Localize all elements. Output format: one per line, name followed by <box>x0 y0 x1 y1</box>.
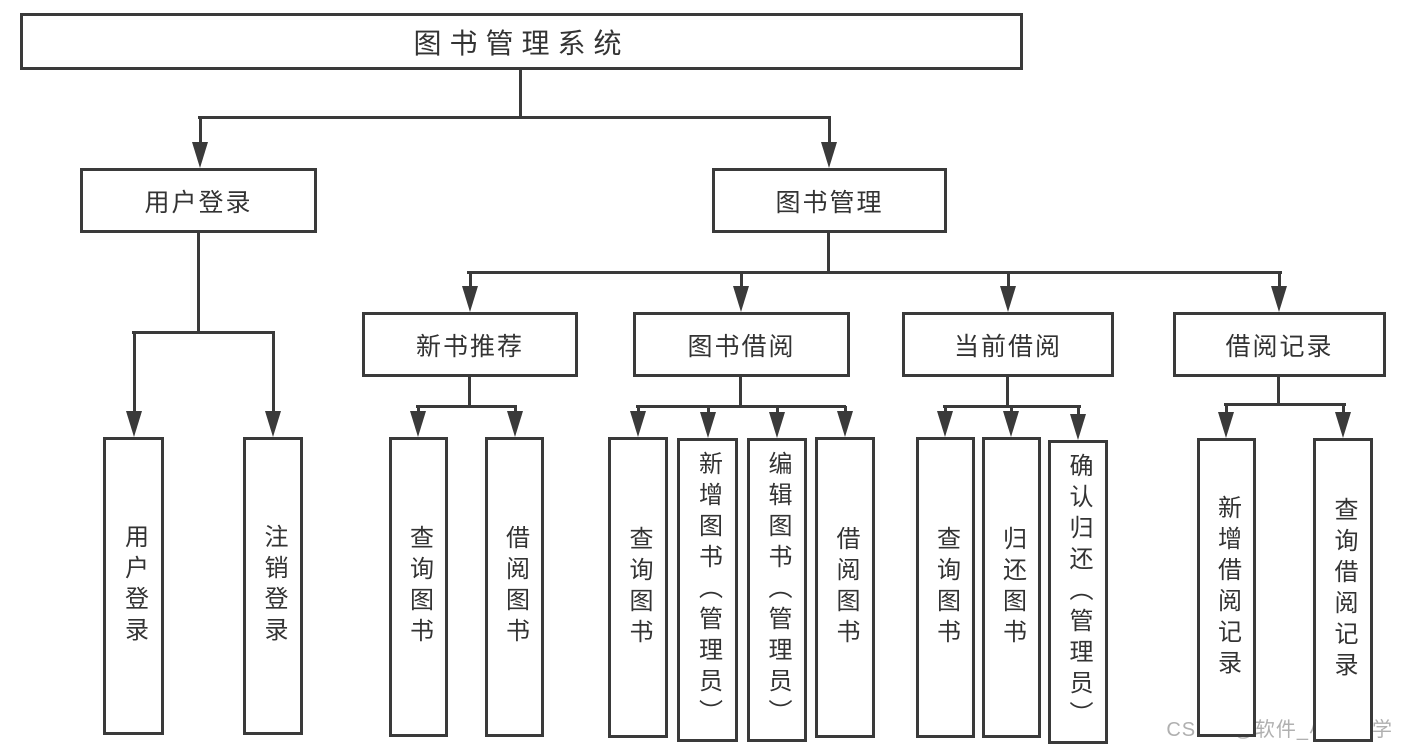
node-book-borrowing: 图书借阅 <box>633 312 850 377</box>
node-label-root: 图书管理系统 <box>413 27 630 59</box>
connector-line-4 <box>827 233 830 274</box>
node-label-user-login: 用户登录 <box>120 524 148 648</box>
connector-line-8 <box>739 377 742 408</box>
connector-line-7 <box>416 405 517 408</box>
node-label-confirm-return-admin: 确认归还（管理员） <box>1065 452 1092 732</box>
arrow-stem-3 <box>271 332 275 417</box>
arrowhead-down-icon-8 <box>410 411 426 437</box>
node-add-books-admin: 新增图书（管理员） <box>677 438 738 742</box>
connector-line-3 <box>132 331 275 334</box>
connector-line-2 <box>197 233 200 333</box>
node-edit-books-admin: 编辑图书（管理员） <box>747 438 807 742</box>
node-root: 图书管理系统 <box>20 13 1023 70</box>
node-confirm-return-admin: 确认归还（管理员） <box>1048 440 1108 744</box>
arrowhead-down-icon-16 <box>1070 414 1086 440</box>
arrowhead-down-icon-18 <box>1335 412 1351 438</box>
node-label-borrowing-records: 借阅记录 <box>1225 332 1334 361</box>
node-borrowing-records: 借阅记录 <box>1173 312 1386 377</box>
node-label-query-books-recommend: 查询图书 <box>405 525 433 649</box>
arrow-stem-7 <box>1277 272 1281 292</box>
arrowhead-down-icon-1 <box>821 142 837 168</box>
node-query-borrow-record: 查询借阅记录 <box>1313 438 1373 742</box>
node-query-books-recommend: 查询图书 <box>389 437 448 737</box>
node-query-books-borrowing: 查询图书 <box>608 437 668 738</box>
arrowhead-down-icon-14 <box>937 411 953 437</box>
arrowhead-down-icon-12 <box>769 412 785 438</box>
arrowhead-down-icon-2 <box>126 411 142 437</box>
connector-line-1 <box>198 116 831 119</box>
arrow-stem-2 <box>132 332 136 417</box>
node-return-books: 归还图书 <box>982 437 1041 738</box>
node-logout: 注销登录 <box>243 437 303 735</box>
connector-line-9 <box>636 405 846 408</box>
node-label-add-borrow-record: 新增借阅记录 <box>1213 494 1241 681</box>
arrow-stem-18 <box>1341 404 1345 418</box>
node-new-book-recommend: 新书推荐 <box>362 312 578 377</box>
node-borrow-books-borrowing: 借阅图书 <box>815 437 875 738</box>
node-label-query-books-current: 查询图书 <box>932 525 960 650</box>
node-label-borrow-books-borrowing: 借阅图书 <box>832 525 859 650</box>
arrow-stem-6 <box>1006 272 1010 292</box>
node-user-login-branch: 用户登录 <box>80 168 317 233</box>
arrow-stem-1 <box>827 117 831 148</box>
node-user-login: 用户登录 <box>103 437 164 735</box>
arrowhead-down-icon-7 <box>1271 286 1287 312</box>
node-current-borrowing: 当前借阅 <box>902 312 1114 377</box>
node-label-add-books-admin: 新增图书（管理员） <box>694 450 722 730</box>
arrowhead-down-icon-6 <box>1000 286 1016 312</box>
node-label-return-books: 归还图书 <box>998 525 1026 650</box>
node-label-new-book-recommend: 新书推荐 <box>415 332 524 361</box>
node-label-book-management: 图书管理 <box>775 188 884 217</box>
node-label-current-borrowing: 当前借阅 <box>953 332 1062 361</box>
arrowhead-down-icon-17 <box>1218 412 1234 438</box>
arrowhead-down-icon-0 <box>192 142 208 168</box>
node-book-management: 图书管理 <box>712 168 947 233</box>
arrowhead-down-icon-13 <box>837 411 853 437</box>
connector-line-10 <box>1006 377 1009 408</box>
node-label-user-login-branch: 用户登录 <box>144 188 253 217</box>
node-borrow-books-recommend: 借阅图书 <box>485 437 544 737</box>
arrowhead-down-icon-4 <box>462 286 478 312</box>
arrow-stem-17 <box>1224 404 1228 418</box>
arrowhead-down-icon-15 <box>1003 411 1019 437</box>
connector-line-0 <box>519 70 522 118</box>
connector-line-5 <box>467 271 1282 274</box>
arrowhead-down-icon-5 <box>733 286 749 312</box>
connector-line-6 <box>468 377 471 408</box>
arrow-stem-4 <box>468 272 472 292</box>
arrow-stem-0 <box>198 117 202 148</box>
arrowhead-down-icon-3 <box>265 411 281 437</box>
node-label-query-borrow-record: 查询借阅记录 <box>1330 497 1357 683</box>
arrowhead-down-icon-11 <box>700 412 716 438</box>
connector-line-12 <box>1277 377 1280 406</box>
node-label-edit-books-admin: 编辑图书（管理员） <box>764 450 791 730</box>
node-query-books-current: 查询图书 <box>916 437 975 738</box>
connector-line-13 <box>1224 403 1346 406</box>
node-label-query-books-borrowing: 查询图书 <box>625 525 652 650</box>
node-label-logout: 注销登录 <box>260 524 287 648</box>
arrowhead-down-icon-10 <box>630 411 646 437</box>
arrow-stem-16 <box>1076 406 1080 420</box>
arrowhead-down-icon-9 <box>507 411 523 437</box>
node-label-borrow-books-recommend: 借阅图书 <box>501 525 529 649</box>
arrow-stem-5 <box>739 272 743 292</box>
node-label-book-borrowing: 图书借阅 <box>687 332 796 361</box>
node-add-borrow-record: 新增借阅记录 <box>1197 438 1256 737</box>
